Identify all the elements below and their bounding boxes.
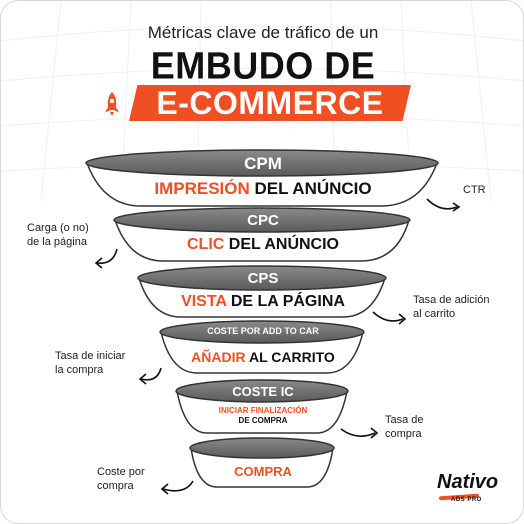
arrow-iniciar — [140, 367, 162, 381]
funnel-level-cpm — [85, 149, 439, 207]
arrow-carga — [96, 248, 118, 265]
funnel-level-cps — [137, 265, 387, 318]
stage-clic: CLIC DEL ANÚNCIO — [187, 236, 339, 253]
stage-vista: VISTA DE LA PÁGINA — [181, 293, 345, 310]
note-ctr: CTR — [463, 184, 486, 196]
metric-cpc: CPC — [247, 212, 279, 229]
stage-compra: COMPRA — [234, 464, 292, 479]
rocket-icon — [105, 92, 119, 116]
arrow-ctr — [426, 198, 458, 210]
header-subtitle: Métricas clave de tráfico de un — [147, 23, 379, 42]
annotation-arrows — [94, 198, 461, 495]
funnel-level-coste-ic — [175, 379, 349, 434]
header-title: EMBUDO DE — [150, 43, 376, 87]
header-title-highlight: E-COMMERCE — [156, 85, 384, 121]
logo-sub: ADS PRO — [451, 497, 482, 503]
arrow-tasa-compra — [340, 428, 376, 437]
funnel-level-cpc — [113, 207, 411, 262]
metric-coste-ic: COSTE IC — [232, 384, 294, 399]
metric-cpm: CPM — [244, 154, 282, 173]
title-highlight-band — [129, 85, 411, 121]
arrow-coste — [162, 480, 194, 492]
metric-cps: CPS — [247, 270, 279, 287]
stage-impresion: IMPRESIÓN DEL ANÚNCIO — [154, 179, 372, 198]
logo-name: Nativo — [437, 471, 499, 493]
funnel-level-add-to-cart — [159, 320, 365, 374]
stage-anadir: AÑADIR AL CARRITO — [191, 349, 335, 365]
brand-logo: Nativo ADS PRO — [437, 469, 498, 515]
metric-coste-add-to-cart: COSTE POR ADD TO CAR — [207, 326, 319, 336]
arrow-adicion — [372, 311, 404, 322]
funnel-level-compra — [189, 437, 335, 488]
note-carga: Carga (o no)de la página — [27, 222, 89, 248]
